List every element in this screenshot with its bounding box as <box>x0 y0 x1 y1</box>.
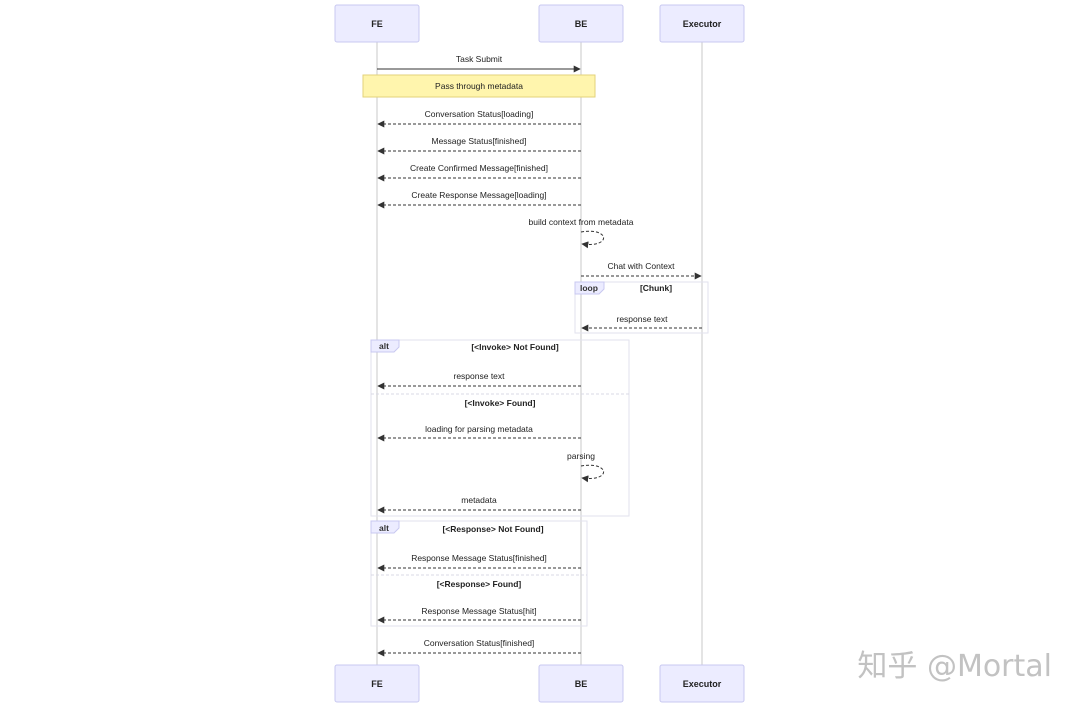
alt-frame-invoke-condition: [<Invoke> Not Found] <box>471 342 559 352</box>
message-response-status-hit: Response Message Status[hit] <box>377 606 581 624</box>
actor-be-top-label: BE <box>575 19 588 29</box>
svg-text:Response Message Status[finish: Response Message Status[finished] <box>411 553 547 563</box>
svg-text:Message Status[finished]: Message Status[finished] <box>432 136 527 146</box>
svg-text:response text: response text <box>616 314 668 324</box>
actor-be-top: BE <box>538 4 624 43</box>
message-response-status-finished: Response Message Status[finished] <box>377 553 581 572</box>
note-label: Pass through metadata <box>435 81 523 91</box>
svg-text:Create Response Message[loadin: Create Response Message[loading] <box>411 190 546 200</box>
message-message-status-finished: Message Status[finished] <box>377 136 581 155</box>
actor-fe-bottom-label: FE <box>371 679 383 689</box>
svg-text:build context from metadata: build context from metadata <box>529 217 634 227</box>
svg-text:metadata: metadata <box>461 495 497 505</box>
message-build-context-self: build context from metadata <box>529 217 634 249</box>
message-create-confirmed-message: Create Confirmed Message[finished] <box>377 163 581 182</box>
alt-frame-invoke-else-condition: [<Invoke> Found] <box>465 398 536 408</box>
note-pass-through-metadata: Pass through metadata <box>362 74 596 98</box>
message-task-submit: Task Submit <box>377 54 581 73</box>
message-response-text-fe: response text <box>377 371 581 390</box>
actor-executor-top-label: Executor <box>683 19 722 29</box>
svg-text:Chat with Context: Chat with Context <box>607 261 675 271</box>
loop-frame-tag: loop <box>580 283 598 293</box>
svg-text:Conversation Status[loading]: Conversation Status[loading] <box>425 109 534 119</box>
actor-executor-bottom-label: Executor <box>683 679 722 689</box>
svg-text:Conversation Status[finished]: Conversation Status[finished] <box>424 638 535 648</box>
actor-executor-top: Executor <box>659 4 745 43</box>
actor-fe-top: FE <box>334 4 420 43</box>
loop-frame: loop [Chunk] <box>574 281 709 334</box>
message-loading-for-parsing: loading for parsing metadata <box>377 424 581 442</box>
loop-frame-condition: [Chunk] <box>640 283 672 293</box>
alt-frame-response: alt [<Response> Not Found] [<Response> F… <box>370 520 588 627</box>
svg-text:Task Submit: Task Submit <box>456 54 503 64</box>
message-response-text-executor: response text <box>581 314 702 332</box>
svg-text:Response Message Status[hit]: Response Message Status[hit] <box>421 606 536 616</box>
actor-fe-bottom: FE <box>334 664 420 703</box>
message-parsing-self: parsing <box>567 451 604 483</box>
actor-executor-bottom: Executor <box>659 664 745 703</box>
alt-frame-response-tag: alt <box>379 523 389 533</box>
message-conversation-status-loading: Conversation Status[loading] <box>377 109 581 128</box>
actor-fe-top-label: FE <box>371 19 383 29</box>
svg-text:loading for parsing metadata: loading for parsing metadata <box>425 424 533 434</box>
svg-text:response text: response text <box>453 371 505 381</box>
alt-frame-invoke-tag: alt <box>379 341 389 351</box>
svg-text:parsing: parsing <box>567 451 595 461</box>
actor-be-bottom-label: BE <box>575 679 588 689</box>
message-chat-with-context: Chat with Context <box>581 261 702 280</box>
svg-text:Create Confirmed Message[finis: Create Confirmed Message[finished] <box>410 163 548 173</box>
watermark: 知乎 @Mortal <box>857 649 1052 684</box>
actor-be-bottom: BE <box>538 664 624 703</box>
message-create-response-message: Create Response Message[loading] <box>377 190 581 209</box>
alt-frame-invoke: alt [<Invoke> Not Found] [<Invoke> Found… <box>370 339 630 517</box>
alt-frame-response-else-condition: [<Response> Found] <box>437 579 522 589</box>
alt-frame-response-condition: [<Response> Not Found] <box>442 524 543 534</box>
message-metadata: metadata <box>377 495 581 514</box>
message-conversation-status-finished: Conversation Status[finished] <box>377 638 581 657</box>
